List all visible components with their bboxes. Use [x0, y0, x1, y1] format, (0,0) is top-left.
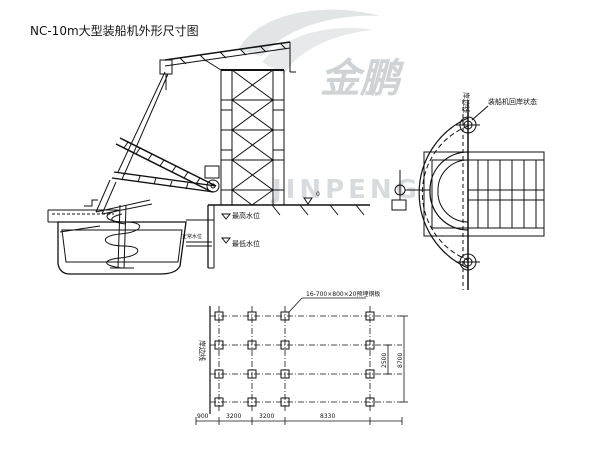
dim-900: 900	[197, 413, 209, 420]
dim-2500: 2500	[381, 353, 388, 368]
retract-state-label: 装船机回岸状态	[488, 97, 537, 106]
embed-plate-label: 16-700×800×20预埋钢板	[306, 290, 380, 298]
retracted-frame	[423, 151, 545, 237]
normal-water-label: 正常水位	[182, 233, 202, 240]
dim-8700: 8700	[397, 353, 404, 368]
plan-view	[391, 100, 545, 290]
lattice-tower	[220, 69, 285, 206]
stay-rope	[117, 71, 166, 173]
head-pulley	[206, 179, 220, 193]
dim-3200-b: 3200	[259, 413, 274, 420]
swing-arc	[418, 117, 469, 269]
watermark: 金鹏 JINPENG	[238, 9, 417, 205]
low-water-label: 最低水位	[232, 239, 260, 248]
foundation-shore-line-label: 岸边线	[198, 340, 207, 361]
inclined-conveyor	[95, 137, 217, 215]
high-water-label: 最高水位	[232, 211, 260, 220]
foundation-plan	[195, 297, 408, 425]
ship-hull	[47, 199, 187, 275]
dim-8330: 8330	[320, 413, 335, 420]
quay-wall	[207, 197, 370, 269]
side-elevation	[47, 41, 370, 275]
embed-plates	[214, 311, 375, 407]
ground-mark-label: 0	[316, 191, 320, 198]
spiral-chute	[105, 204, 140, 269]
top-boom	[159, 41, 296, 90]
ground-level-mark	[303, 197, 313, 205]
water-levels	[186, 213, 232, 247]
plan-shore-line-label: 岸边线	[462, 92, 471, 113]
drawing-title: NC-10m大型装船机外形尺寸图	[30, 24, 199, 38]
watermark-logo-text: 金鹏	[320, 56, 405, 102]
dim-3200-a: 3200	[226, 413, 241, 420]
